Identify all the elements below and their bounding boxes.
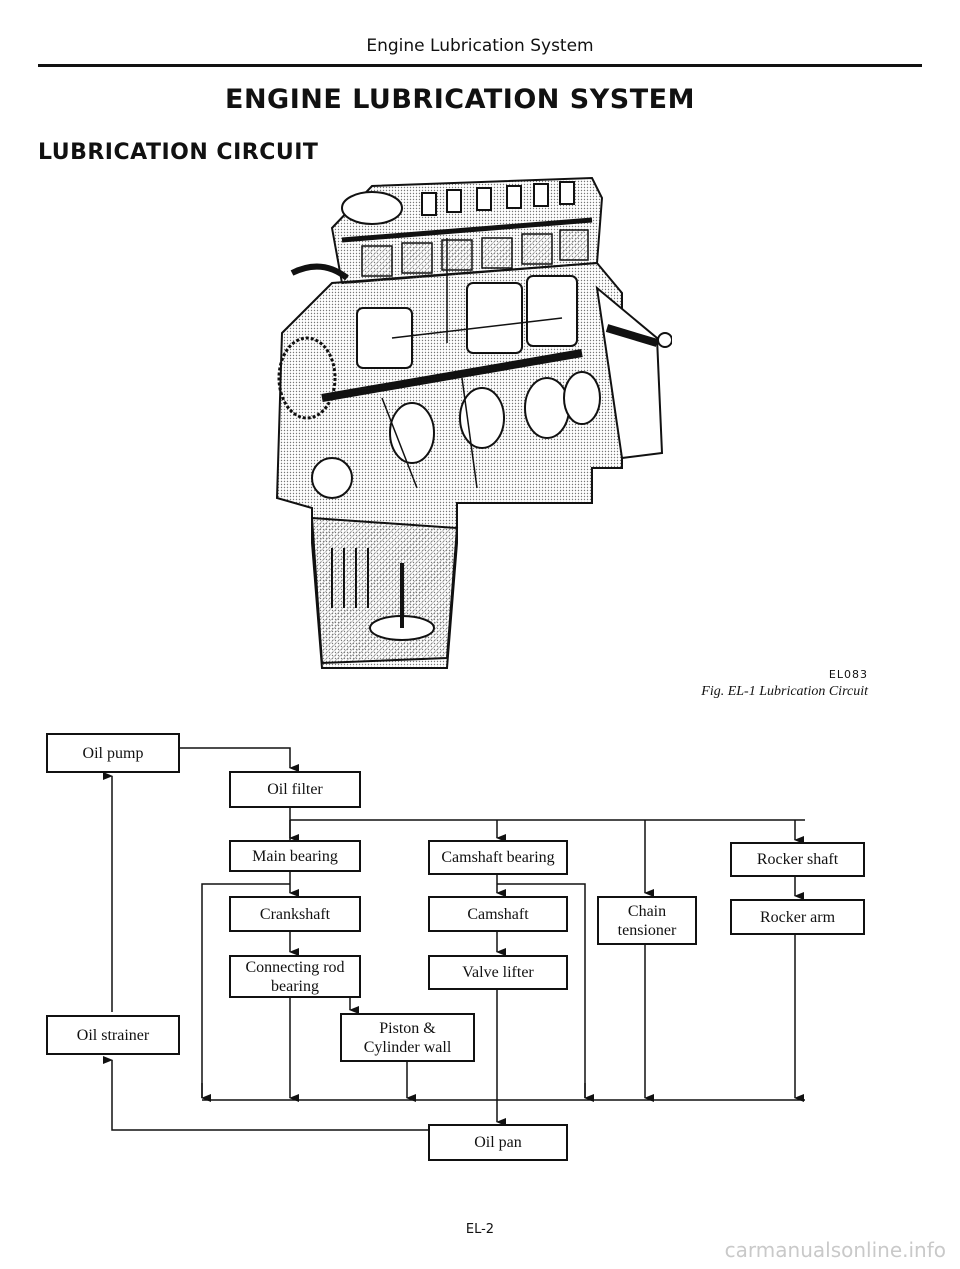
flow-label: Main bearing [252, 847, 338, 865]
flow-box-rocker-shaft: Rocker shaft [730, 842, 865, 877]
flow-label: Oil filter [267, 781, 323, 798]
flow-box-crankshaft: Crankshaft [229, 896, 361, 932]
flow-label: Rocker shaft [756, 851, 839, 868]
flow-box-oil-strainer: Oil strainer [46, 1015, 180, 1055]
flow-box-chain-tensioner: Chain tensioner [597, 896, 697, 945]
flow-label: Connecting rod bearing [245, 958, 345, 995]
flow-box-rocker-arm: Rocker arm [730, 899, 865, 935]
flow-label: Camshaft [467, 905, 529, 923]
page-number: EL-2 [465, 1222, 495, 1237]
flow-label: Crankshaft [259, 905, 331, 923]
flow-box-camshaft: Camshaft [428, 896, 568, 932]
flow-box-oil-pan: Oil pan [428, 1124, 568, 1161]
section-title: LUBRICATION CIRCUIT [38, 140, 319, 165]
figure-caption: Fig. EL-1 Lubrication Circuit [701, 684, 868, 699]
flow-box-connecting-rod-bearing: Connecting rod bearing [229, 955, 361, 998]
flow-label: Oil pan [474, 1134, 522, 1151]
page-title: ENGINE LUBRICATION SYSTEM [225, 84, 695, 115]
flow-label: Oil strainer [76, 1026, 150, 1044]
flow-box-main-bearing: Main bearing [229, 840, 361, 872]
header-rule [38, 64, 922, 67]
figure-code: EL083 [828, 668, 868, 681]
flow-label: Rocker arm [759, 908, 836, 926]
flow-label: Oil pump [82, 744, 144, 762]
watermark: carmanualsonline.info [724, 1238, 946, 1262]
flow-label: Piston & Cylinder wall [363, 1019, 452, 1056]
running-header: Engine Lubrication System [366, 36, 594, 56]
flow-box-valve-lifter: Valve lifter [428, 955, 568, 990]
flow-box-oil-filter: Oil filter [229, 771, 361, 808]
flow-label: Chain tensioner [617, 902, 677, 939]
flow-box-camshaft-bearing: Camshaft bearing [428, 840, 568, 875]
flow-label: Valve lifter [462, 964, 534, 981]
flow-box-piston-cylinder-wall: Piston & Cylinder wall [340, 1013, 475, 1062]
flow-box-oil-pump: Oil pump [46, 733, 180, 773]
engine-cutaway-illustration [275, 176, 672, 669]
flow-label: Camshaft bearing [441, 849, 555, 866]
